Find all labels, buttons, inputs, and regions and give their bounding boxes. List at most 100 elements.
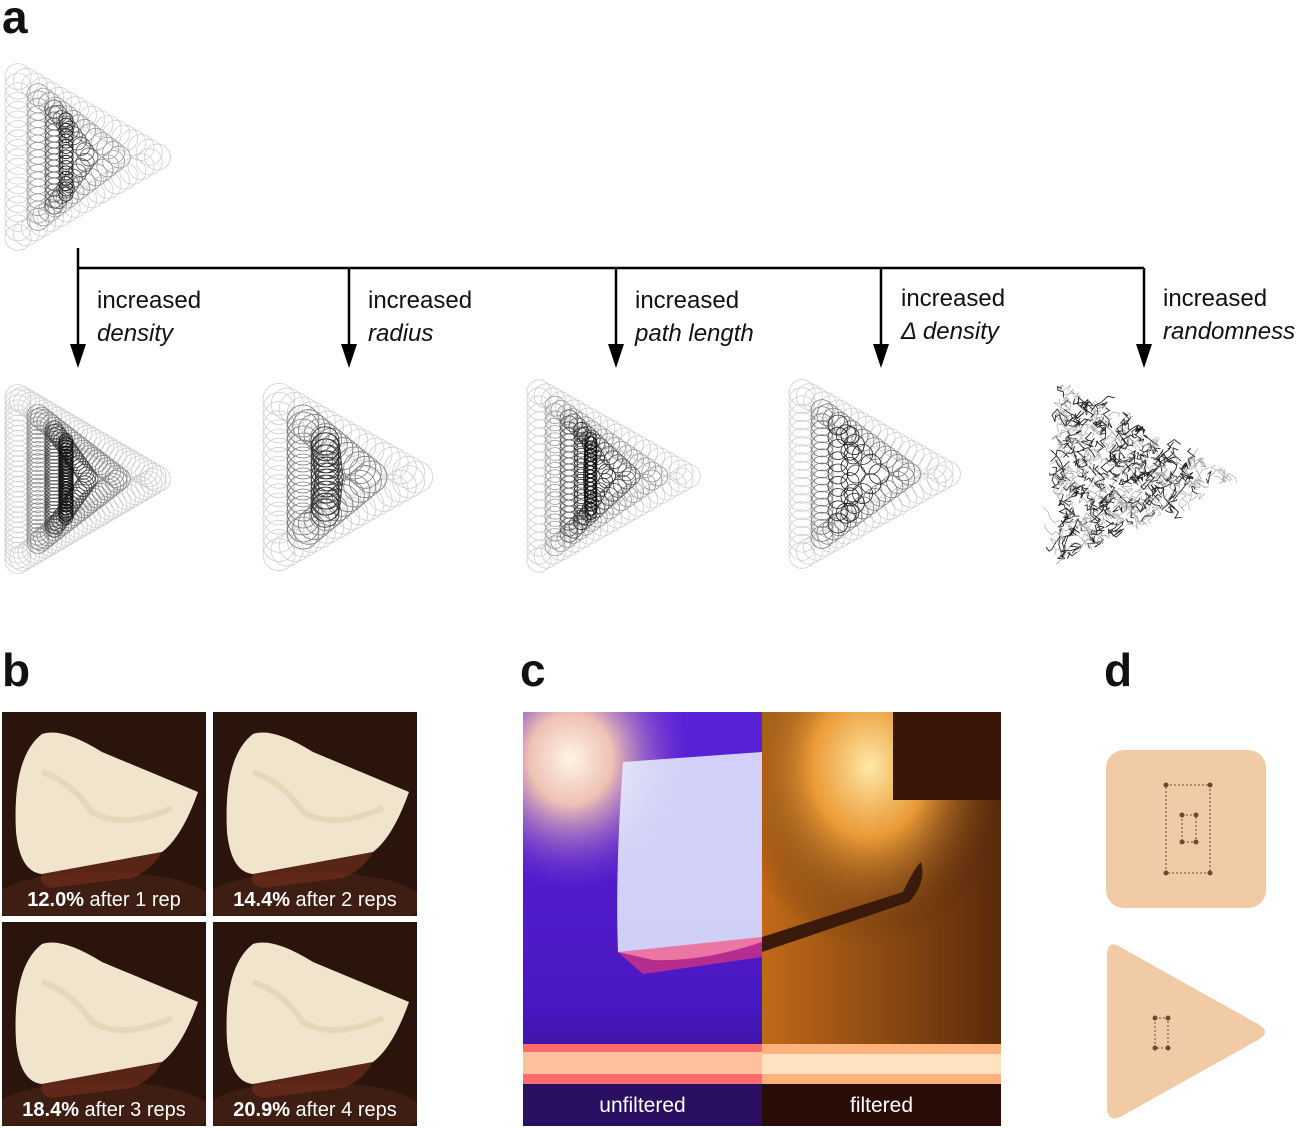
path-circle (117, 450, 145, 478)
path-circle (874, 445, 898, 469)
random-path-segment (1079, 401, 1091, 409)
path-circle (788, 476, 816, 504)
random-path-segment (1051, 433, 1063, 440)
random-path-segment (1105, 519, 1115, 528)
path-circle (573, 447, 589, 463)
random-path-segment (1063, 388, 1075, 402)
path-circle (286, 481, 320, 515)
random-path-segment (1063, 409, 1078, 420)
path-circle (626, 435, 651, 461)
random-path-segment (1094, 539, 1104, 548)
path-circle (55, 185, 79, 209)
random-path-segment (1134, 474, 1144, 484)
path-circle (58, 436, 74, 452)
path-circle (4, 119, 32, 147)
random-path-segment (1170, 470, 1178, 480)
triangle-radius (262, 382, 434, 571)
path-circle (584, 448, 598, 462)
random-path-segment (1050, 449, 1064, 468)
path-circle (898, 462, 921, 486)
random-path-segment (1155, 472, 1162, 485)
path-circle (26, 420, 50, 444)
path-circle (810, 448, 834, 472)
random-path-segment (1154, 493, 1168, 500)
path-circle (4, 470, 32, 498)
random-path-segment (1100, 530, 1105, 538)
random-path-segment (1165, 493, 1179, 506)
path-circle (544, 535, 566, 557)
random-path-segment (1077, 475, 1087, 481)
path-circle (62, 96, 89, 124)
random-path-segment (1064, 403, 1071, 421)
path-circle (4, 480, 32, 508)
photo-tile-4: 20.9% after 4 reps (213, 922, 417, 1126)
path-circle (4, 409, 32, 437)
path-circle (4, 110, 32, 138)
path-circle (788, 387, 816, 415)
random-path-segment (1139, 471, 1153, 477)
random-path-segment (1118, 432, 1126, 447)
random-path-segment (1121, 465, 1135, 474)
path-circle (611, 427, 637, 453)
path-circle (623, 481, 644, 503)
path-circle (130, 473, 158, 501)
path-circle (788, 379, 816, 407)
random-path-segment (1054, 430, 1067, 438)
path-circle (262, 492, 296, 526)
random-path-segment (1083, 448, 1092, 463)
path-circle (810, 413, 834, 437)
random-path-segment (1144, 479, 1154, 486)
random-path-segment (1094, 515, 1102, 536)
random-path-segment (1089, 407, 1099, 421)
random-path-segment (1078, 469, 1088, 477)
path-circle (262, 510, 296, 544)
path-circle (788, 436, 816, 464)
path-circle (883, 489, 910, 516)
random-path-segment (1055, 459, 1066, 482)
path-circle (58, 448, 74, 464)
random-path-segment (1070, 450, 1086, 459)
random-path-segment (1083, 512, 1092, 524)
random-path-segment (1108, 489, 1122, 498)
random-path-segment (1117, 423, 1133, 436)
path-circle (26, 396, 54, 424)
path-circle (4, 511, 32, 539)
path-circle (58, 473, 74, 488)
random-path-segment (1143, 491, 1151, 507)
path-circle (58, 122, 74, 138)
path-circle (26, 440, 50, 464)
path-circle (337, 446, 371, 480)
path-circle (21, 72, 48, 100)
random-path-segment (1127, 497, 1133, 504)
random-path-segment (1111, 513, 1121, 526)
path-circle (827, 488, 849, 509)
path-circle (44, 445, 64, 464)
path-circle (840, 456, 860, 476)
random-path-segment (1062, 397, 1071, 405)
random-path-segment (1051, 408, 1061, 422)
random-path-segment (1159, 482, 1168, 487)
path-circle (135, 148, 163, 176)
path-circle (55, 105, 79, 129)
path-circle (44, 518, 64, 538)
random-path-segment (1172, 479, 1180, 482)
random-path-segment (1100, 461, 1115, 474)
random-path-segment (1078, 524, 1096, 535)
path-circle (675, 463, 701, 489)
path-circle (4, 440, 32, 468)
path-circle (26, 526, 50, 550)
random-path-segment (1094, 518, 1108, 525)
path-circle (90, 132, 114, 156)
random-path-segment (1137, 425, 1145, 434)
path-circle (4, 82, 32, 109)
panel-label-d: d (1104, 644, 1133, 696)
path-circle (310, 492, 340, 522)
random-path-segment (1129, 512, 1141, 523)
path-circle (310, 462, 340, 492)
path-circle (4, 429, 32, 457)
random-path-segment (1179, 473, 1191, 479)
random-path-segment (1099, 458, 1116, 466)
path-circle (8, 386, 36, 414)
random-path-segment (1094, 465, 1102, 476)
path-circle (104, 488, 132, 516)
